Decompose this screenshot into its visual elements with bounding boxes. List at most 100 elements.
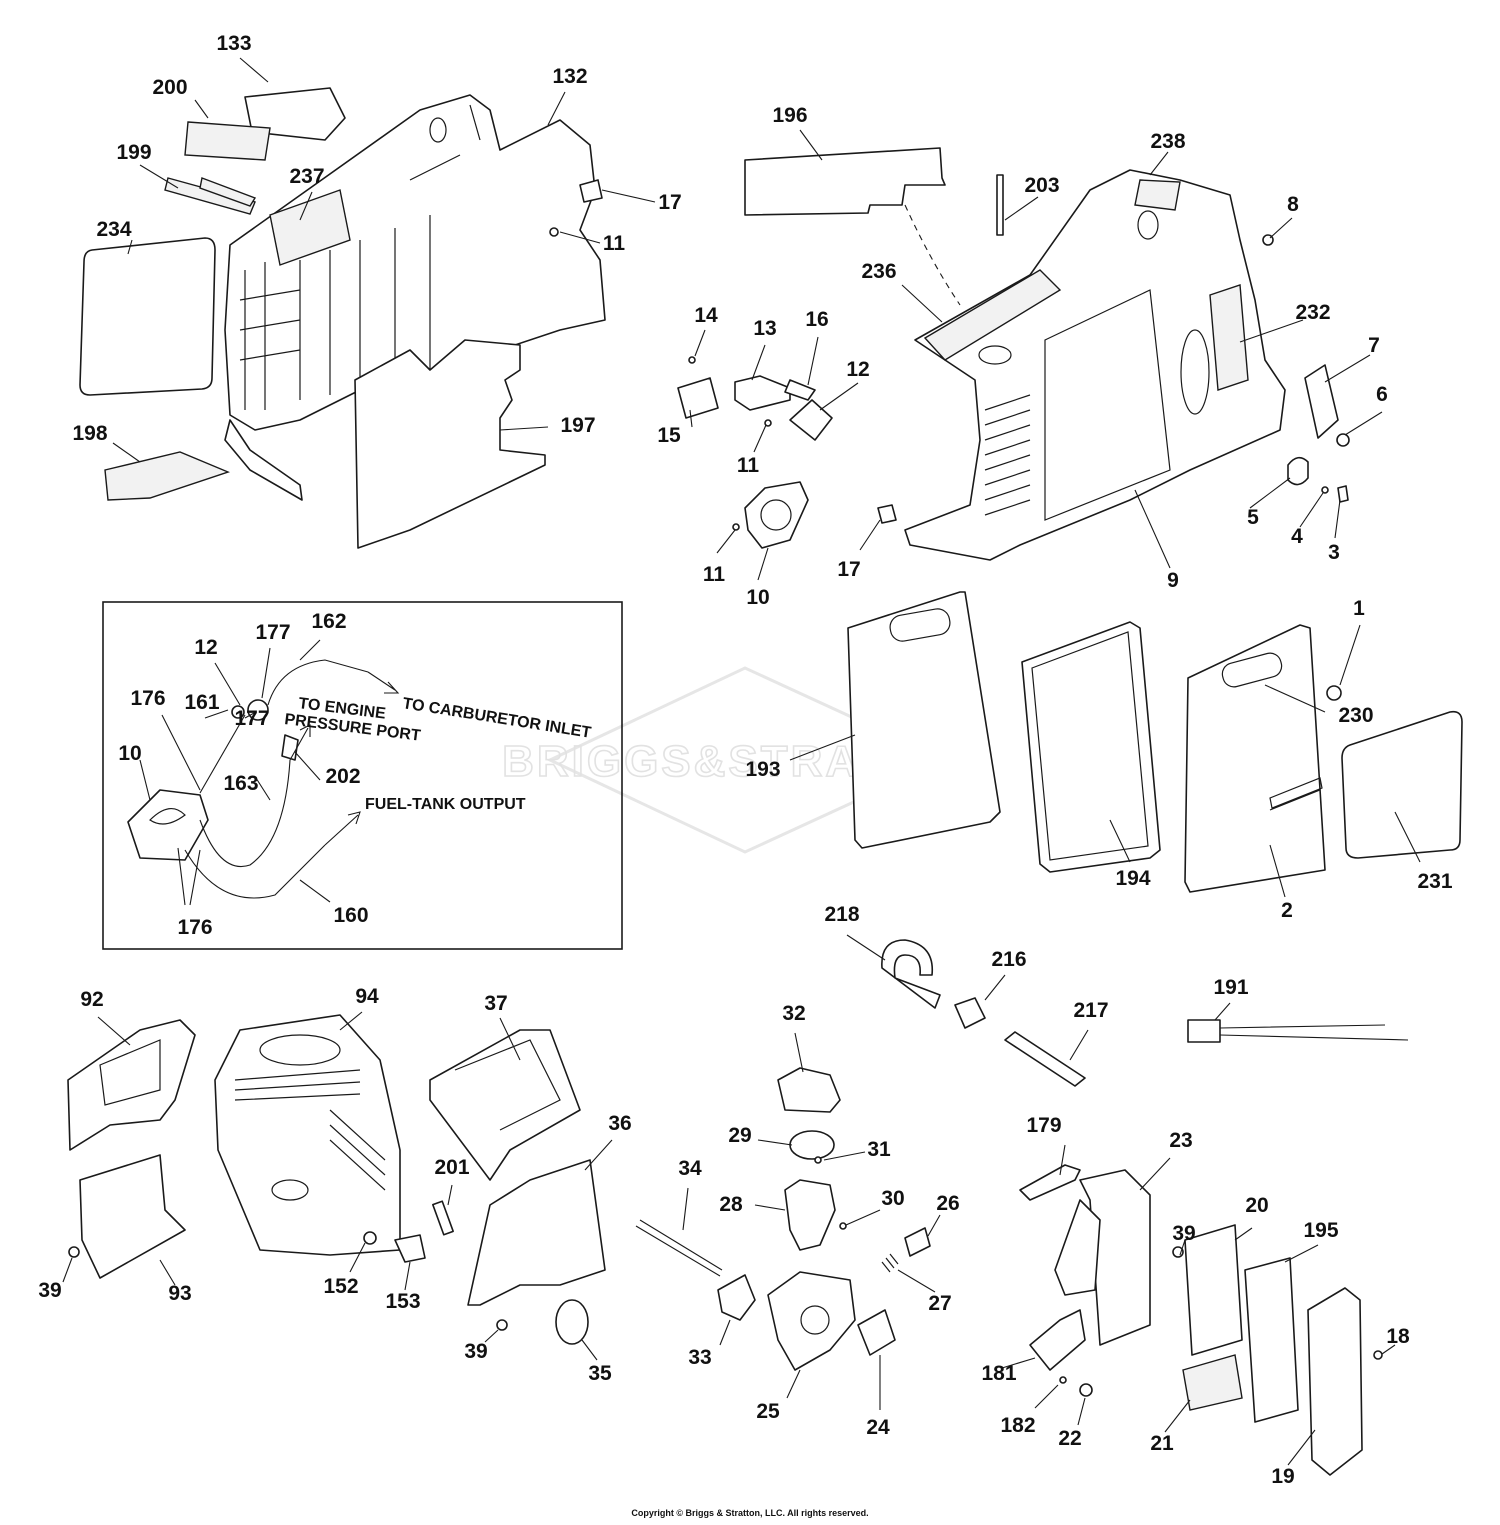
callout-236: 236 [861, 260, 896, 283]
callout-177-top: 177 [255, 621, 290, 644]
callout-191: 191 [1213, 976, 1248, 999]
part-9-right-housing [904, 169, 1286, 561]
callout-18: 18 [1386, 1325, 1410, 1348]
part-199-strip-b [199, 177, 257, 207]
callout-35: 35 [588, 1362, 612, 1385]
part-31-screw [814, 1156, 822, 1164]
callout-11-top-left: 11 [603, 232, 626, 255]
right-housing-control-recess [1180, 329, 1210, 415]
callout-152: 152 [323, 1275, 358, 1298]
callout-193: 193 [745, 758, 780, 781]
part-238-label [1134, 179, 1181, 211]
callout-237: 237 [289, 165, 324, 188]
callout-11-middle: 11 [737, 454, 760, 477]
callout-37: 37 [484, 992, 507, 1015]
callout-27: 27 [928, 1292, 951, 1315]
callout-24: 24 [866, 1416, 890, 1439]
part-6-nut [1336, 433, 1350, 447]
part-197-insulation-sheet [354, 339, 546, 549]
part-218-hose [881, 939, 941, 1009]
callout-217: 217 [1073, 999, 1108, 1022]
callout-176-bottom: 176 [177, 916, 212, 939]
part-37-shroud-detail [454, 1039, 561, 1131]
callout-203: 203 [1024, 174, 1059, 197]
part-181-bracket [1029, 1309, 1086, 1371]
left-housing-group [79, 87, 606, 549]
inset-valve-port [231, 705, 245, 719]
callout-177-bottom: 177 [234, 707, 269, 730]
part-5-knob [1287, 456, 1309, 486]
callout-5: 5 [1247, 506, 1259, 529]
part-2-vent [1269, 777, 1323, 811]
callout-21: 21 [1150, 1432, 1174, 1455]
part-196-dashed-guide [904, 204, 961, 306]
callout-153: 153 [385, 1290, 420, 1313]
part-193-cutout [889, 608, 951, 642]
part-2-side-panel [1184, 624, 1326, 893]
callout-13: 13 [753, 317, 776, 340]
part-39-screw-b [496, 1319, 508, 1331]
callout-10-pump: 10 [746, 586, 769, 609]
callout-25: 25 [756, 1400, 780, 1423]
callout-3: 3 [1328, 541, 1340, 564]
part-39-screw-a [68, 1246, 80, 1258]
callout-39-right: 39 [1172, 1222, 1195, 1245]
callout-93: 93 [168, 1282, 191, 1305]
callout-36: 36 [608, 1112, 631, 1135]
right-housing-group [744, 147, 1350, 561]
inset-line-162 [267, 659, 369, 706]
part-234-side-panel [79, 237, 216, 396]
part-153-dipstick [394, 1234, 426, 1263]
part-3-clip [1337, 485, 1349, 503]
part-27-spring [881, 1253, 899, 1273]
part-231-decal [1341, 710, 1463, 859]
callout-12-inset: 12 [194, 636, 217, 659]
breather-group [881, 939, 1409, 1087]
part-92-upper-shroud [67, 1019, 196, 1151]
part-94-crank-bore [271, 1179, 309, 1201]
right-housing-opening [1044, 289, 1171, 521]
callout-199: 199 [116, 141, 151, 164]
callout-238: 238 [1150, 130, 1185, 153]
callout-30: 30 [881, 1187, 904, 1210]
part-36-shroud [467, 1159, 606, 1306]
callout-16: 16 [805, 308, 828, 331]
part-30-screw [839, 1222, 847, 1230]
right-housing-fuel-cap-hole [978, 345, 1012, 365]
callout-132: 132 [552, 65, 587, 88]
part-18-screw [1373, 1350, 1383, 1360]
part-236-label [923, 269, 1062, 361]
part-200-foam-pad [184, 121, 271, 161]
right-housing-vent-slots [984, 394, 1031, 516]
callout-133: 133 [216, 32, 251, 55]
part-16-connector [784, 379, 816, 401]
callout-230: 230 [1338, 704, 1373, 727]
callout-7: 7 [1368, 334, 1380, 357]
part-19-cover [1307, 1287, 1363, 1476]
part-182-screw [1059, 1376, 1067, 1384]
part-198-foam-pad [104, 451, 230, 501]
callout-32: 32 [782, 1002, 805, 1025]
part-15-plate [677, 377, 719, 419]
copyright-notice: Copyright © Briggs & Stratton, LLC. All … [631, 1508, 869, 1518]
callout-162: 162 [311, 610, 346, 633]
inset-arrow-engine [289, 724, 311, 761]
side-panel-group [847, 591, 1463, 893]
part-196-foam-pad [744, 147, 946, 216]
part-4-screw [1321, 486, 1329, 494]
part-32-cover [777, 1067, 841, 1113]
inset-valve [247, 699, 269, 721]
callout-15: 15 [657, 424, 681, 447]
part-24-gasket [857, 1309, 896, 1356]
note-to-carburetor-inlet: TO CARBURETOR INLET [401, 695, 592, 742]
callout-17-top-left: 17 [658, 191, 681, 214]
callout-10-inset: 10 [118, 742, 141, 765]
part-17-clip-b [877, 504, 897, 524]
part-20-filter [1184, 1224, 1243, 1356]
part-28-body [784, 1179, 836, 1251]
engine-group [67, 1014, 606, 1345]
callout-31: 31 [867, 1138, 891, 1161]
callout-176-top: 176 [130, 687, 165, 710]
